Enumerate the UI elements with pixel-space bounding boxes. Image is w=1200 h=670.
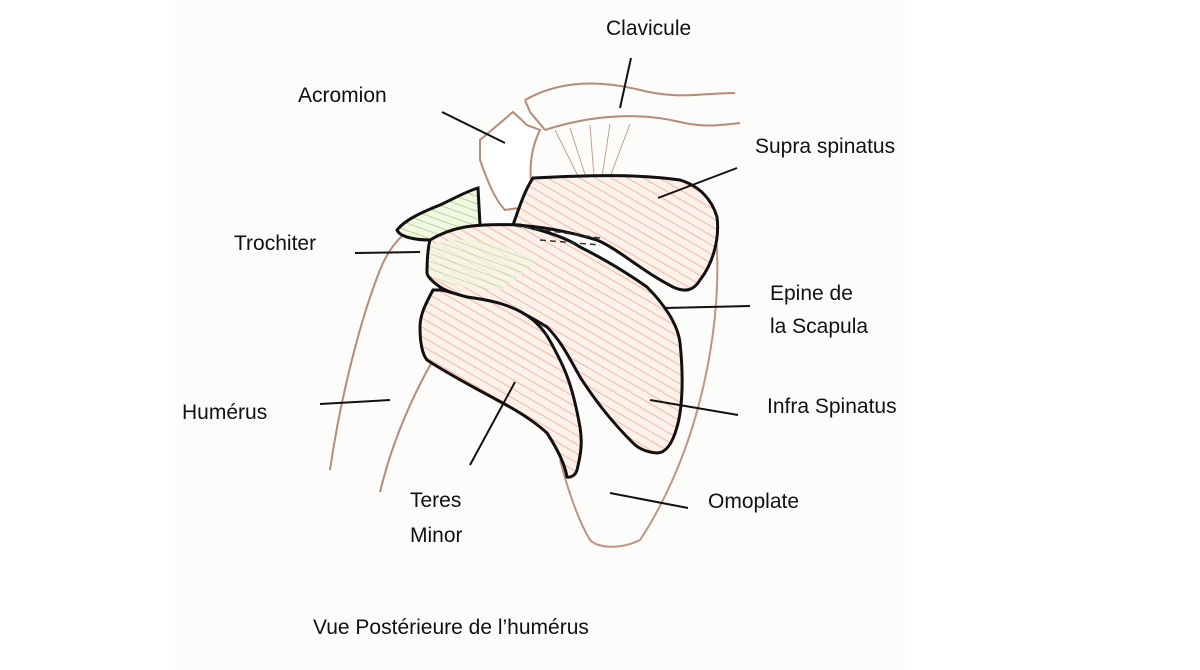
leader-trochiter bbox=[354, 251, 421, 254]
leader-humerus bbox=[319, 399, 391, 405]
label-teres-line2: Minor bbox=[410, 524, 463, 547]
teres-minor-muscle bbox=[418, 288, 583, 479]
label-trochiter: Trochiter bbox=[234, 232, 317, 255]
clavicule-bone bbox=[524, 82, 741, 131]
spine-dashed-line bbox=[514, 225, 601, 246]
leader-acromion bbox=[441, 111, 506, 144]
diagram-caption: Vue Postérieure de l’humérus bbox=[313, 616, 589, 639]
label-acromion: Acromion bbox=[298, 84, 387, 107]
leader-supra-spinatus bbox=[657, 167, 738, 199]
label-infra-spinatus: Infra Spinatus bbox=[767, 395, 897, 418]
label-omoplate: Omoplate bbox=[708, 490, 800, 513]
label-humerus: Humérus bbox=[182, 401, 268, 424]
label-supra-spinatus: Supra spinatus bbox=[755, 135, 896, 158]
leader-omoplate bbox=[609, 492, 689, 509]
leader-teres-minor bbox=[469, 381, 516, 466]
leader-epine bbox=[664, 305, 751, 309]
label-epine-line2: la Scapula bbox=[770, 315, 869, 338]
leader-lines bbox=[319, 57, 751, 509]
label-epine-line1: Epine de bbox=[770, 282, 853, 305]
label-teres-line1: Teres bbox=[410, 489, 462, 512]
label-clavicule: Clavicule bbox=[606, 17, 692, 40]
leader-clavicule bbox=[619, 57, 632, 109]
omoplate-outline bbox=[559, 204, 719, 548]
leader-infra-spinatus bbox=[649, 399, 739, 416]
